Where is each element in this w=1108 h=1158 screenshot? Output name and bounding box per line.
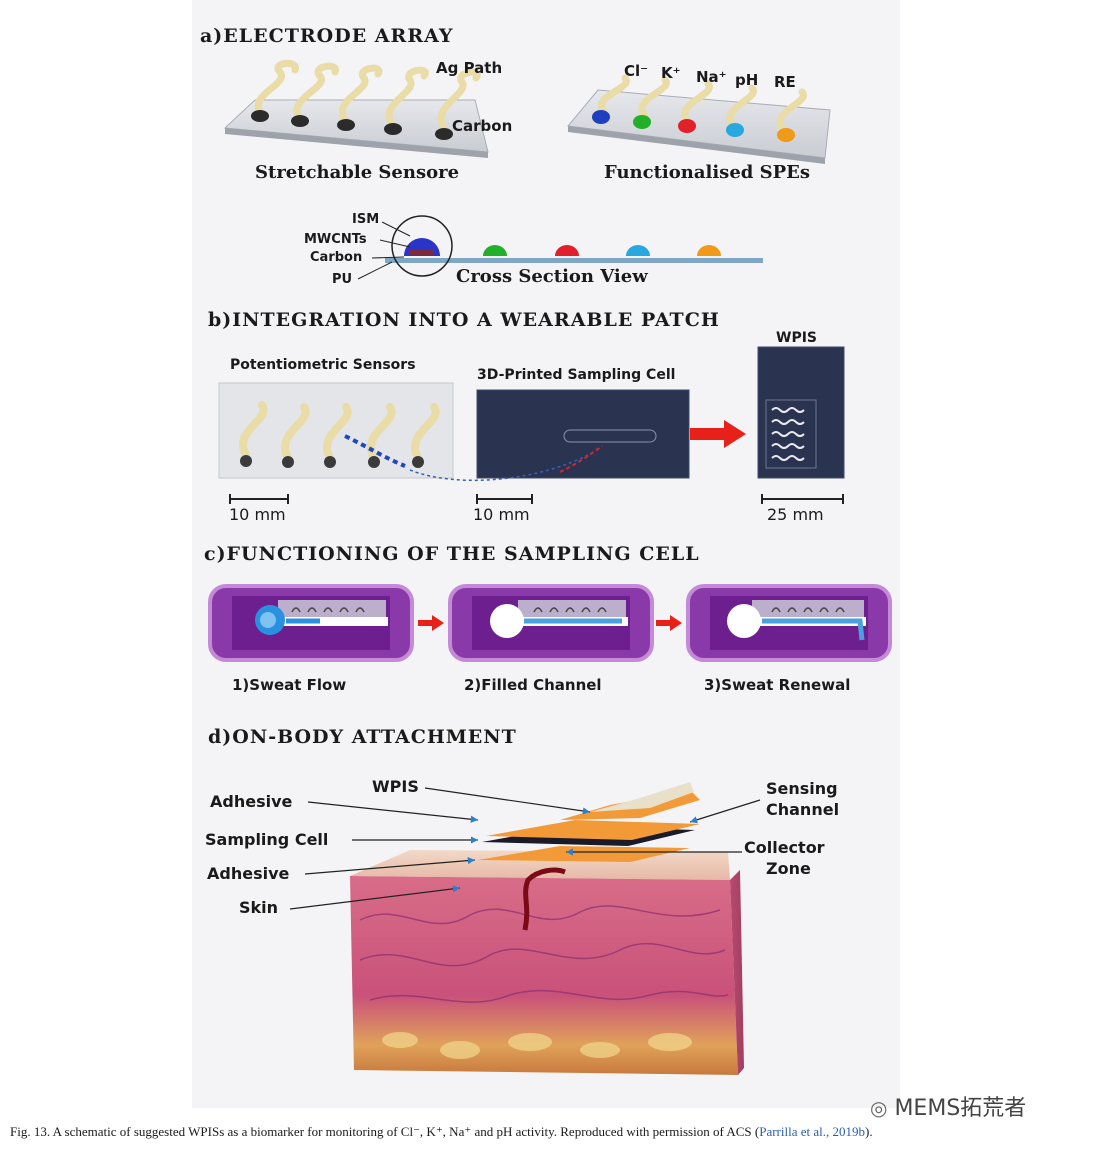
- scale-bars: [229, 494, 844, 504]
- scale-label-2: 10 mm: [473, 505, 530, 524]
- scale-label-3: 25 mm: [767, 505, 824, 524]
- section-a-title: a)ELECTRODE ARRAY: [200, 25, 454, 47]
- skin-label: Skin: [239, 898, 279, 917]
- watermark-text: MEMS拓荒者: [894, 1096, 1027, 1121]
- sampling-cell-step-2: [448, 584, 654, 662]
- stretchable-sensor-plate: [223, 60, 489, 158]
- na-electrode: [678, 119, 696, 133]
- section-d-title: d)ON-BODY ATTACHMENT: [208, 726, 517, 748]
- collector-zone-label-2: Zone: [766, 859, 811, 878]
- adhesive-bottom-label: Adhesive: [207, 864, 290, 883]
- potentiometric-sensors-image: [218, 382, 454, 479]
- re-electrode: [777, 128, 795, 142]
- cl-electrode: [592, 110, 610, 124]
- wpis-layer-label: WPIS: [372, 777, 419, 796]
- functionalised-spes-caption: Functionalised SPEs: [604, 162, 811, 183]
- caption-end: ).: [865, 1124, 873, 1139]
- cross-section-caption: Cross Section View: [456, 266, 648, 287]
- section-c-title: c)FUNCTIONING OF THE SAMPLING CELL: [204, 543, 700, 565]
- layer-label-carbon: Carbon: [310, 250, 363, 265]
- potentiometric-sensors-label: Potentiometric Sensors: [230, 357, 416, 373]
- section-b-title: b)INTEGRATION INTO A WEARABLE PATCH: [208, 309, 720, 331]
- scale-label-1: 10 mm: [229, 505, 286, 524]
- leader-lines: [289, 787, 761, 910]
- ion-label-ph: pH: [735, 71, 759, 89]
- sampling-cell-layer-label: Sampling Cell: [205, 830, 329, 849]
- sampling-cell-label: 3D-Printed Sampling Cell: [477, 367, 676, 383]
- figure-caption: Fig. 13. A schematic of suggested WPISs …: [10, 1124, 873, 1140]
- sampling-cell-step-3: [686, 584, 892, 662]
- sensing-channel-label-1: Sensing: [766, 779, 838, 798]
- layer-label-ism: ISM: [352, 212, 380, 227]
- wechat-icon: ◎: [870, 1096, 888, 1120]
- ion-label-re: RE: [774, 73, 796, 91]
- step-1-label: 1)Sweat Flow: [232, 676, 347, 694]
- wpis-label: WPIS: [776, 330, 817, 346]
- step-2-label: 2)Filled Channel: [464, 676, 602, 694]
- step-3-label: 3)Sweat Renewal: [704, 676, 851, 694]
- ion-label-na: Na⁺: [696, 68, 727, 86]
- sensing-channel-label-2: Channel: [766, 800, 840, 819]
- wpis-image: [757, 346, 845, 479]
- skin-block: [350, 850, 744, 1075]
- ion-label-k: K⁺: [661, 64, 681, 82]
- ph-electrode: [726, 123, 744, 137]
- k-electrode: [633, 115, 651, 129]
- functionalised-spe-plate: [567, 74, 831, 164]
- ag-path-label: Ag Path: [436, 59, 503, 77]
- sampling-cell-image: [409, 389, 690, 482]
- stretchable-sensor-caption: Stretchable Sensore: [255, 162, 460, 183]
- watermark: ◎ MEMS拓荒者: [870, 1090, 1026, 1122]
- arrow-to-wpis: [690, 420, 746, 448]
- layer-label-mwcnts: MWCNTs: [304, 232, 367, 247]
- sampling-cell-step-1: [208, 584, 414, 662]
- ion-label-cl: Cl⁻: [624, 62, 649, 80]
- patch-layers: [478, 782, 700, 862]
- layer-label-pu: PU: [332, 272, 353, 287]
- carbon-label: Carbon: [452, 117, 513, 135]
- caption-text: Fig. 13. A schematic of suggested WPISs …: [10, 1124, 760, 1139]
- caption-reference-link[interactable]: Parrilla et al., 2019b: [759, 1124, 865, 1139]
- cross-section: [357, 215, 763, 280]
- adhesive-top-label: Adhesive: [210, 792, 293, 811]
- collector-zone-label-1: Collector: [744, 838, 825, 857]
